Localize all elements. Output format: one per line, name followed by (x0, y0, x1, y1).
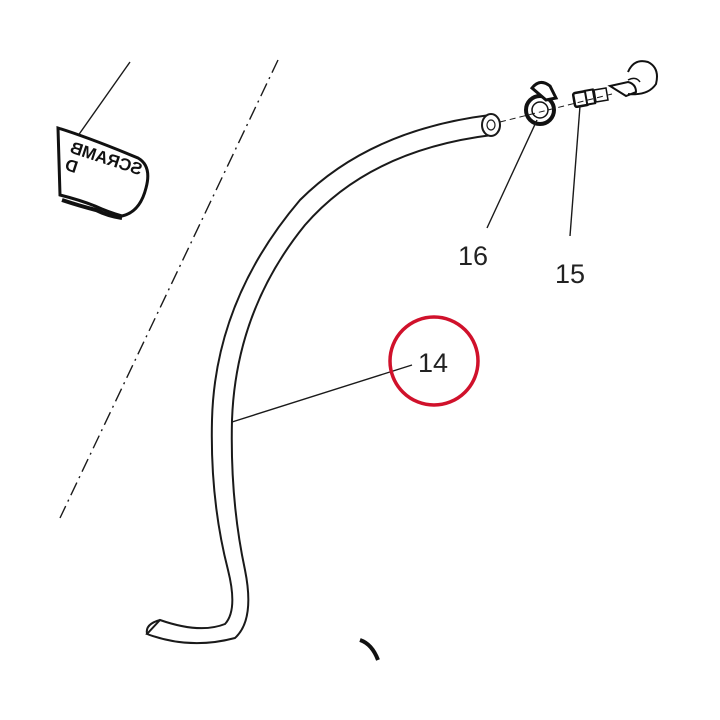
hose-bottom-end (145, 619, 161, 635)
frame-edge-line (59, 59, 279, 519)
badge-leader-line (74, 61, 131, 141)
callout-label-16: 16 (458, 241, 488, 271)
highlight-circle (388, 315, 480, 407)
leader-line-16 (486, 119, 538, 229)
hose (145, 113, 501, 645)
hose-outer-edge (145, 114, 493, 645)
scrambler-logo-badge: SCRAMB D (56, 125, 150, 220)
hose-end-bore (486, 119, 496, 131)
partial-shape-bottom (359, 638, 380, 661)
hose-clamp (524, 81, 559, 126)
leader-line-14 (231, 364, 413, 423)
leader-line-15 (569, 105, 581, 237)
callout-label-15: 15 (555, 259, 585, 289)
callout-label-14: 14 (418, 348, 448, 378)
hose-fitting (571, 87, 609, 109)
badge-text-line2: D (63, 155, 81, 177)
